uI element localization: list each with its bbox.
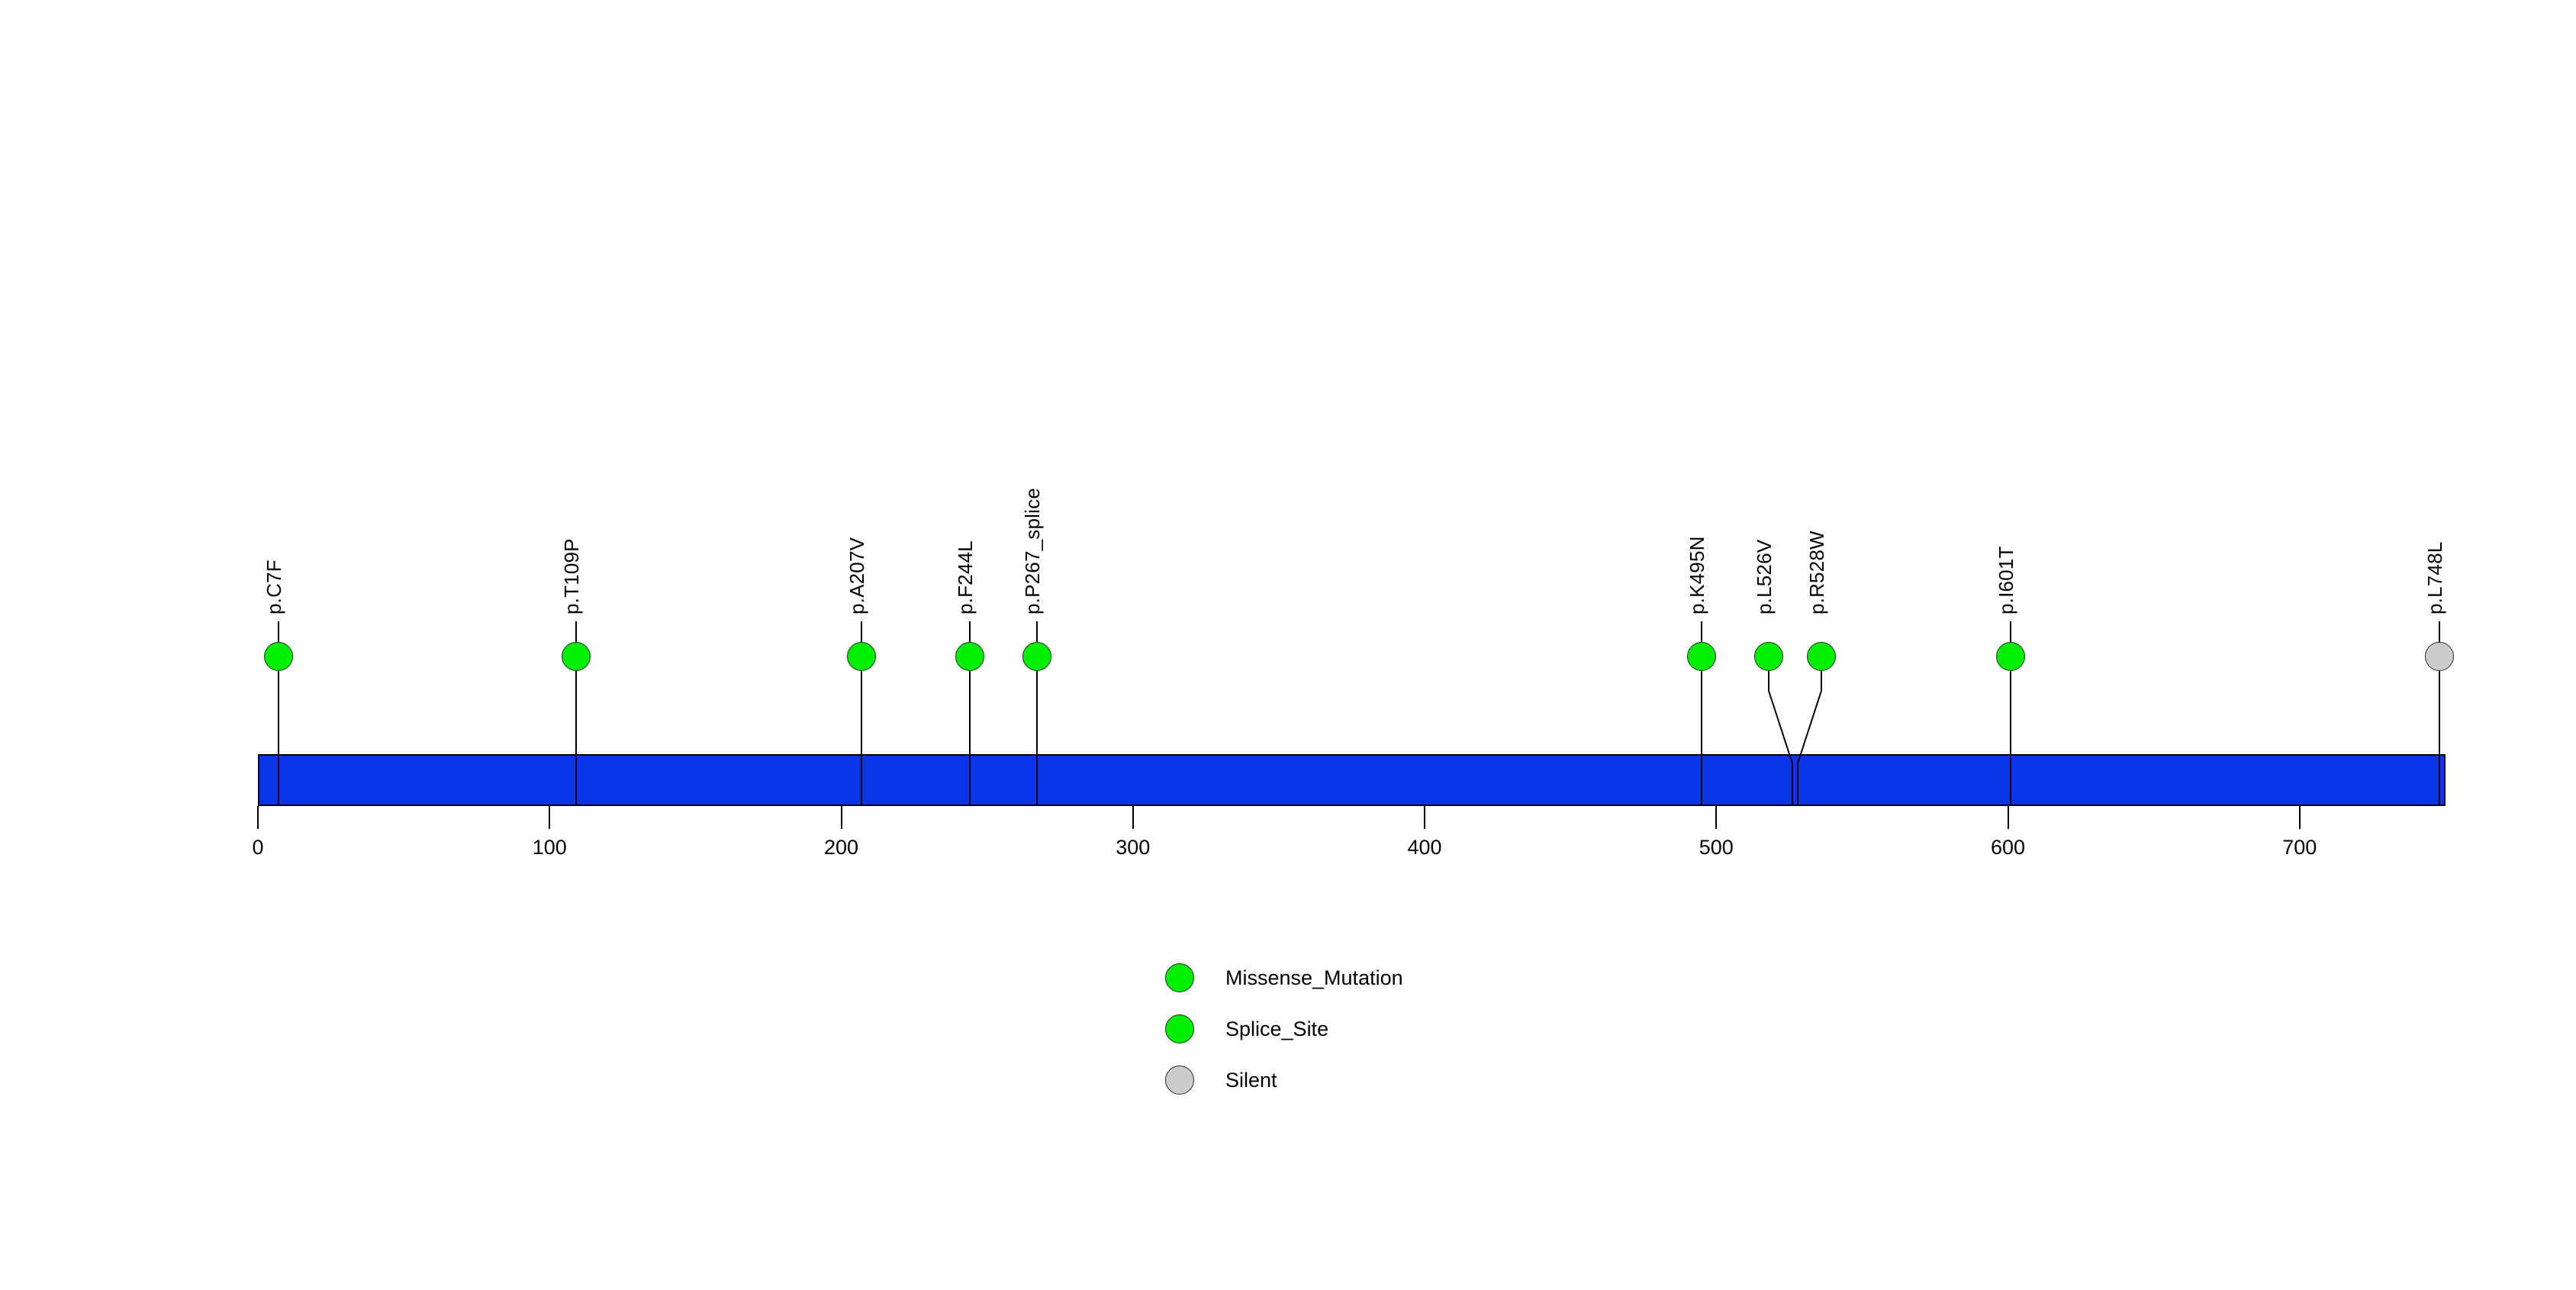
lollipop-head-p-l526v[interactable]	[1753, 642, 1783, 671]
lollipop-head-p-p267-splice[interactable]	[1022, 642, 1051, 671]
lollipop-label: p.L748L	[2423, 541, 2447, 614]
legend-item[interactable]: Silent	[1165, 1066, 1277, 1095]
lollipop-stem	[277, 621, 279, 806]
lollipop-head-p-l748l[interactable]	[2425, 642, 2455, 671]
lollipop-stem	[2439, 621, 2441, 806]
lollipop-stem	[575, 621, 577, 806]
legend-label: Splice_Site	[1225, 1017, 1329, 1040]
axis-tick-label: 0	[252, 836, 264, 859]
legend-color-swatch	[1165, 1066, 1194, 1095]
lollipop-label: p.A207V	[845, 537, 869, 614]
lollipop-head-p-f244l[interactable]	[955, 642, 984, 671]
axis-tick	[1424, 806, 1425, 829]
axis-tick-label: 600	[1990, 836, 2026, 859]
legend-label: Missense_Mutation	[1225, 966, 1403, 989]
axis-tick-label: 300	[1116, 836, 1151, 859]
axis-tick	[549, 806, 551, 829]
lollipop-label: p.K495N	[1686, 536, 1709, 614]
lollipop-stem	[1701, 621, 1703, 806]
lollipop-head-p-t109p[interactable]	[561, 642, 591, 671]
axis-tick	[2298, 806, 2301, 829]
lollipop-stem	[1767, 656, 1793, 806]
protein-backbone-bar[interactable]	[258, 754, 2446, 806]
lollipop-stem	[1035, 621, 1038, 806]
axis-tick	[840, 806, 842, 829]
axis-tick-label: 400	[1407, 836, 1442, 859]
lollipop-label: p.P267_splice	[1020, 488, 1044, 614]
legend-color-swatch	[1165, 1014, 1194, 1043]
lollipop-head-p-c7f[interactable]	[263, 642, 293, 671]
axis-tick-label: 200	[823, 836, 859, 859]
lollipop-head-p-r528w[interactable]	[1807, 642, 1837, 671]
axis-tick	[2007, 806, 2009, 829]
lollipop-label: p.L526V	[1752, 539, 1776, 614]
lollipop-head-p-i601t[interactable]	[1996, 642, 2026, 671]
legend-item[interactable]: Missense_Mutation	[1165, 963, 1403, 992]
lollipop-label: p.C7F	[262, 560, 285, 614]
axis-tick-label: 500	[1699, 836, 1734, 859]
lollipop-label: p.F244L	[953, 540, 977, 614]
legend-label: Silent	[1225, 1068, 1277, 1092]
lollipop-label: p.T109P	[559, 538, 583, 614]
axis-tick	[1132, 806, 1134, 829]
lollipop-stem	[968, 621, 971, 806]
axis-tick-label: 100	[532, 836, 567, 859]
axis-tick	[257, 806, 259, 829]
axis-tick-label: 700	[2282, 836, 2317, 859]
lollipop-head-p-k495n[interactable]	[1687, 642, 1717, 671]
lollipop-stem	[861, 621, 863, 806]
lollipop-head-p-a207v[interactable]	[847, 642, 877, 671]
legend-item[interactable]: Splice_Site	[1165, 1014, 1328, 1043]
lollipop-label: p.R528W	[1805, 531, 1829, 614]
axis-tick	[1715, 806, 1718, 829]
lollipop-label: p.I601T	[1995, 546, 2018, 614]
legend-color-swatch	[1165, 963, 1194, 992]
lollipop-stem	[2010, 621, 2012, 806]
lollipop-stem	[1797, 656, 1823, 806]
